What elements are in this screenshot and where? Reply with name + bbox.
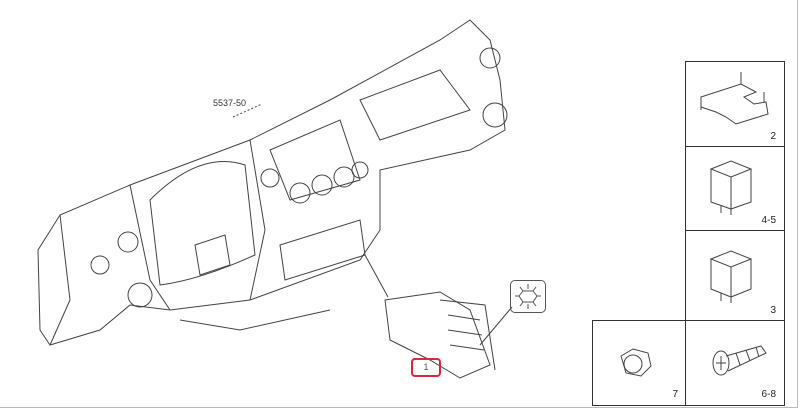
part-cell-6-8[interactable]: 6-8 (685, 320, 785, 406)
part-label: 2 (770, 131, 776, 142)
part-label: 4-5 (761, 215, 776, 226)
screw-icon (712, 345, 767, 376)
part-label: 7 (672, 389, 678, 400)
reference-label: 5537-50 (213, 98, 247, 108)
part-cell-2[interactable]: 2 (685, 61, 785, 148)
part-label: 6-8 (761, 389, 776, 400)
callout-part-1[interactable]: 1 (411, 358, 441, 377)
part-label: 3 (770, 305, 776, 316)
dashboard-illustration (37, 19, 513, 379)
part-cell-4-5[interactable]: 4-5 (685, 146, 785, 232)
part-cell-7[interactable]: 7 (592, 320, 687, 406)
bracket-icon (700, 72, 769, 125)
light-icon (515, 284, 541, 309)
relay-icon (709, 250, 753, 303)
nut-icon (620, 348, 652, 377)
light-symbol-callout[interactable] (510, 280, 546, 313)
relay-icon (709, 160, 753, 215)
part-cell-3[interactable]: 3 (685, 230, 785, 322)
